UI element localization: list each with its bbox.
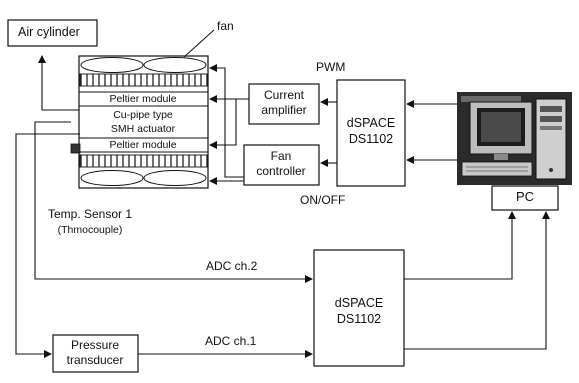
- pc-label: PC: [516, 190, 534, 205]
- peltier-module-bottom-label: Peltier module: [109, 139, 176, 151]
- dspace-top-label-line2: DS1102: [349, 132, 393, 146]
- adc-ch1-label: ADC ch.1: [205, 335, 256, 349]
- adc-ch2-label: ADC ch.2: [206, 260, 257, 274]
- fan-bottom-right: [144, 171, 206, 186]
- dspace-top-label-line1: dSPACE: [347, 116, 395, 130]
- dspace-bottom-to-pc-lower: [404, 212, 546, 349]
- fan-top-right: [144, 58, 206, 73]
- dspace-bottom-label-line1: dSPACE: [335, 296, 383, 310]
- actuator-label-line2: SMH actuator: [111, 123, 175, 135]
- current-amplifier-label-line1: Current: [264, 89, 304, 103]
- heatsink-top: [80, 74, 207, 86]
- fan-label: fan: [217, 20, 234, 34]
- fan-controller-label-line1: Fan: [271, 150, 292, 164]
- air-cylinder-label: Air cylinder: [18, 25, 80, 39]
- fan-controller-label-line2: controller: [256, 165, 305, 179]
- actuator-assembly: [71, 56, 208, 188]
- fan-bottom-left: [81, 171, 143, 186]
- air-to-pressure-arrow: [16, 134, 80, 354]
- temp-sensor-label-line2: (Thmocouple): [58, 224, 123, 236]
- dspace-bottom-to-pc-upper: [404, 212, 512, 279]
- amp-to-peltier-bottom-arrow: [210, 99, 236, 145]
- temp-sensor-marker: [71, 144, 80, 153]
- actuator-label-line1: Cu-pipe type: [113, 109, 173, 121]
- current-amplifier-label-line2: amplifier: [261, 104, 306, 118]
- pwm-label: PWM: [316, 61, 345, 75]
- temp-sensor-label-line1: Temp. Sensor 1: [48, 208, 132, 222]
- pc-computer-image: [457, 92, 572, 185]
- pressure-transducer-label-line2: transducer: [67, 354, 124, 368]
- actuator-to-cylinder-arrow: [42, 56, 80, 110]
- onoff-label: ON/OFF: [300, 194, 345, 208]
- peltier-module-top-label: Peltier module: [109, 93, 176, 105]
- pressure-transducer-label-line1: Pressure: [71, 339, 119, 353]
- fanctrl-to-fan-top-arrow: [210, 68, 244, 177]
- fan-top-left: [81, 58, 143, 73]
- dspace-bottom-label-line2: DS1102: [337, 312, 381, 326]
- heatsink-bottom: [80, 155, 207, 167]
- fan-leader-line: [184, 30, 214, 57]
